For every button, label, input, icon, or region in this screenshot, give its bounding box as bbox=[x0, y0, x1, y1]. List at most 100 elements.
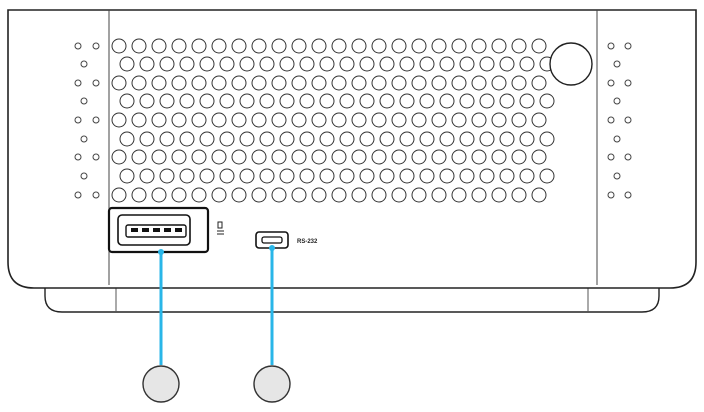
vent-hole bbox=[331, 187, 347, 203]
vent-hole bbox=[151, 149, 167, 165]
vent-hole bbox=[211, 187, 227, 203]
vent-hole bbox=[359, 56, 375, 72]
side-vent-dot bbox=[624, 79, 632, 87]
side-vent-dot bbox=[80, 60, 88, 68]
vent-hole bbox=[239, 131, 255, 147]
vent-hole bbox=[431, 38, 447, 54]
vent-hole bbox=[259, 131, 275, 147]
vent-hole bbox=[391, 187, 407, 203]
vent-hole bbox=[471, 187, 487, 203]
vent-hole bbox=[259, 93, 275, 109]
side-vent-dot bbox=[607, 79, 615, 87]
callout-marker-rs232 bbox=[253, 365, 291, 403]
vent-hole bbox=[431, 75, 447, 91]
vent-hole bbox=[199, 56, 215, 72]
vent-hole bbox=[331, 112, 347, 128]
vent-hole bbox=[411, 75, 427, 91]
vent-hole bbox=[271, 75, 287, 91]
vent-hole bbox=[471, 149, 487, 165]
vent-hole bbox=[171, 187, 187, 203]
vent-hole bbox=[239, 93, 255, 109]
vent-hole bbox=[399, 168, 415, 184]
vent-hole bbox=[331, 149, 347, 165]
side-vent-dot bbox=[624, 153, 632, 161]
vent-hole bbox=[199, 93, 215, 109]
vent-hole bbox=[539, 93, 555, 109]
side-vent-dot bbox=[624, 116, 632, 124]
vent-hole bbox=[511, 112, 527, 128]
vent-hole bbox=[391, 38, 407, 54]
side-vent-dot bbox=[613, 172, 621, 180]
vent-hole bbox=[131, 112, 147, 128]
vent-hole bbox=[459, 56, 475, 72]
vent-hole bbox=[439, 131, 455, 147]
side-vent-dot bbox=[613, 135, 621, 143]
vent-hole bbox=[491, 187, 507, 203]
vent-hole bbox=[291, 38, 307, 54]
vent-hole bbox=[219, 168, 235, 184]
vent-hole bbox=[431, 187, 447, 203]
vent-hole bbox=[231, 38, 247, 54]
vent-hole bbox=[239, 56, 255, 72]
vent-hole bbox=[539, 168, 555, 184]
vent-hole bbox=[439, 56, 455, 72]
vent-hole bbox=[111, 112, 127, 128]
vent-hole bbox=[311, 187, 327, 203]
vent-hole bbox=[339, 93, 355, 109]
power-button[interactable] bbox=[549, 42, 593, 86]
vent-hole bbox=[119, 168, 135, 184]
vent-hole bbox=[131, 149, 147, 165]
vent-hole bbox=[491, 149, 507, 165]
vent-hole bbox=[351, 38, 367, 54]
vent-hole bbox=[451, 38, 467, 54]
side-vent-dot bbox=[80, 172, 88, 180]
vent-hole bbox=[411, 187, 427, 203]
vent-hole bbox=[371, 75, 387, 91]
vent-hole bbox=[399, 131, 415, 147]
vent-hole bbox=[471, 112, 487, 128]
vent-hole bbox=[471, 75, 487, 91]
vent-hole bbox=[319, 93, 335, 109]
vent-hole bbox=[159, 56, 175, 72]
vent-hole bbox=[271, 187, 287, 203]
vent-hole bbox=[291, 149, 307, 165]
vent-hole bbox=[251, 149, 267, 165]
vent-hole bbox=[291, 187, 307, 203]
vent-hole bbox=[519, 168, 535, 184]
vent-hole bbox=[399, 56, 415, 72]
side-vent-dot bbox=[80, 97, 88, 105]
vent-hole bbox=[311, 149, 327, 165]
usb-a-port[interactable] bbox=[107, 206, 210, 254]
vent-hole bbox=[319, 168, 335, 184]
side-vent-dot bbox=[74, 79, 82, 87]
vent-hole bbox=[511, 38, 527, 54]
side-vent-dot bbox=[74, 191, 82, 199]
vent-hole bbox=[451, 112, 467, 128]
vent-hole bbox=[211, 75, 227, 91]
vent-hole bbox=[371, 112, 387, 128]
vent-hole bbox=[119, 93, 135, 109]
vent-hole bbox=[371, 187, 387, 203]
device-base bbox=[44, 285, 660, 313]
vent-hole bbox=[199, 131, 215, 147]
vent-hole bbox=[111, 149, 127, 165]
side-vent-dot bbox=[92, 153, 100, 161]
vent-hole bbox=[519, 93, 535, 109]
vent-hole bbox=[179, 131, 195, 147]
vent-hole bbox=[159, 168, 175, 184]
side-vent-dot bbox=[624, 42, 632, 50]
vent-hole bbox=[459, 131, 475, 147]
side-vent-dot bbox=[92, 79, 100, 87]
side-vent-dot bbox=[92, 191, 100, 199]
vent-hole bbox=[231, 149, 247, 165]
vent-hole bbox=[431, 149, 447, 165]
vent-hole bbox=[299, 168, 315, 184]
side-vent-dot bbox=[607, 153, 615, 161]
vent-hole bbox=[131, 75, 147, 91]
vent-hole bbox=[479, 56, 495, 72]
vent-hole bbox=[151, 38, 167, 54]
side-vent-dot bbox=[74, 116, 82, 124]
vent-hole bbox=[379, 131, 395, 147]
side-vent-dot bbox=[92, 42, 100, 50]
vent-hole bbox=[279, 56, 295, 72]
